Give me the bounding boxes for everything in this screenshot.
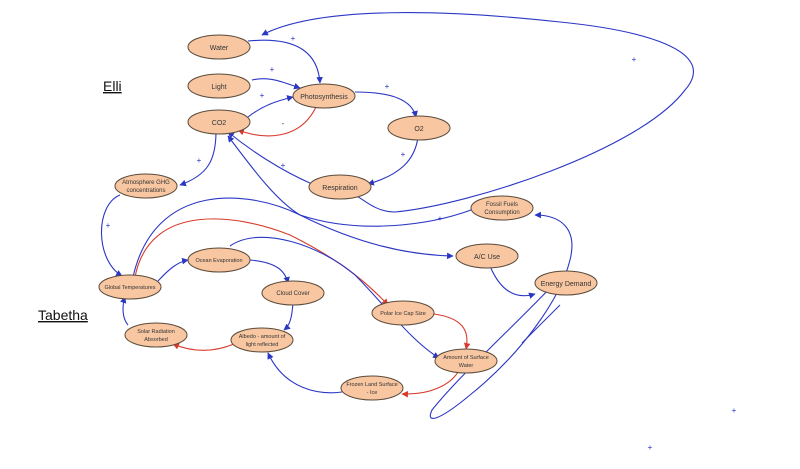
- edge-stray-line: [521, 304, 561, 344]
- node-solar-radiation[interactable]: Solar Radiation Absorbed: [124, 322, 188, 348]
- edge-respiration-water-loop: [261, 12, 694, 213]
- edge-fossil-co2: [227, 135, 472, 227]
- node-cloud-cover[interactable]: Cloud Cover: [261, 280, 325, 306]
- edge-o2-respiration: [367, 136, 419, 186]
- node-ac-use[interactable]: A/C Use: [455, 243, 519, 269]
- edge-global-temp-polar: [134, 218, 389, 306]
- label-tabetha: Tabetha: [38, 307, 88, 323]
- node-o2-label: O2: [414, 126, 423, 133]
- node-cloud-cover-label: Cloud Cover: [276, 291, 309, 297]
- edge-ocean-evap-surface-water: [229, 236, 440, 359]
- link-signs: + + + - + + + + + + + + +: [106, 34, 737, 452]
- edge-cloud-albedo: [283, 301, 294, 331]
- node-surface-water[interactable]: Amount of Surface Water: [434, 348, 498, 374]
- node-energy-demand-label: Energy Demand: [541, 281, 592, 288]
- sign-photosynthesis-o2: +: [385, 82, 390, 91]
- node-ocean-evaporation-label: Ocean Evaporation: [195, 258, 242, 264]
- node-co2-label: CO2: [212, 120, 227, 127]
- sign-stray-1: +: [732, 406, 737, 415]
- edge-frozen-albedo: [267, 352, 343, 394]
- node-frozen-land[interactable]: Frozen Land Surface - Ice: [340, 375, 404, 401]
- edge-global-temp-ac: [132, 197, 454, 278]
- sign-ghg-global-temp: +: [106, 221, 111, 230]
- sign-light-photosynthesis: +: [270, 65, 275, 74]
- edge-photosynthesis-o2: [354, 91, 418, 118]
- edge-respiration-co2: [227, 131, 313, 185]
- sign-stray-2: +: [648, 443, 653, 452]
- node-fossil-fuels[interactable]: Fossil Fuels Consumption: [470, 195, 534, 221]
- edge-global-temp-ocean-evap: [157, 257, 189, 282]
- edge-ocean-evap-cloud: [249, 259, 290, 284]
- edge-co2-ghg: [179, 130, 217, 187]
- node-o2[interactable]: O2: [387, 115, 451, 141]
- node-polar-ice-cap[interactable]: Polar Ice Cap Size: [371, 300, 435, 326]
- node-respiration-label: Respiration: [322, 185, 358, 192]
- node-co2[interactable]: CO2: [187, 109, 251, 135]
- node-photosynthesis[interactable]: Photosynthesis: [292, 83, 356, 109]
- node-global-temperatures[interactable]: Global Temperatures: [98, 274, 162, 300]
- node-photosynthesis-label: Photosynthesis: [300, 94, 348, 101]
- node-ac-use-label: A/C Use: [474, 254, 500, 261]
- sign-photosynthesis-co2: -: [282, 119, 285, 128]
- label-elli: Elli: [103, 78, 122, 94]
- node-surface-water-label-2: Water: [459, 363, 474, 369]
- sign-co2-ghg: +: [197, 156, 202, 165]
- node-fossil-fuels-label-2: Consumption: [484, 210, 519, 216]
- node-fossil-fuels-label-1: Fossil Fuels: [486, 202, 518, 208]
- node-albedo[interactable]: Albedo - amount of light reflected: [230, 327, 294, 353]
- node-solar-radiation-label-1: Solar Radiation: [137, 329, 175, 335]
- node-respiration[interactable]: Respiration: [308, 174, 372, 200]
- node-surface-water-label-1: Amount of Surface: [443, 355, 489, 361]
- node-water-label: Water: [210, 45, 229, 52]
- node-atmosphere-ghg-label-2: concentrations: [126, 188, 165, 194]
- node-light-label: Light: [211, 84, 226, 91]
- node-atmosphere-ghg-label-1: Atmosphere GHG: [122, 180, 170, 186]
- sign-water-photosynthesis: +: [291, 34, 296, 43]
- edge-polar-surface-water: [433, 313, 471, 350]
- node-frozen-land-label-1: Frozen Land Surface: [346, 382, 397, 388]
- node-polar-ice-cap-label: Polar Ice Cap Size: [380, 311, 426, 317]
- edge-surface-water-frozen: [401, 371, 459, 398]
- node-global-temperatures-label: Global Temperatures: [105, 285, 156, 291]
- node-albedo-label-2: light reflected: [246, 342, 279, 348]
- node-atmosphere-ghg[interactable]: Atmosphere GHG concentrations: [114, 173, 178, 199]
- node-ocean-evaporation[interactable]: Ocean Evaporation: [187, 247, 251, 273]
- sign-fossil-co2: +: [438, 214, 443, 223]
- node-energy-demand[interactable]: Energy Demand: [534, 270, 598, 296]
- node-albedo-label-1: Albedo - amount of: [239, 334, 286, 340]
- edge-ac-energy: [489, 265, 536, 299]
- edge-ghg-global-temp: [101, 194, 123, 277]
- sign-big-loop: +: [632, 55, 637, 64]
- node-water[interactable]: Water: [187, 34, 251, 60]
- sign-o2-respiration: +: [401, 150, 406, 159]
- node-solar-radiation-label-2: Absorbed: [144, 337, 168, 343]
- node-light[interactable]: Light: [187, 73, 251, 99]
- node-frozen-land-label-2: - Ice: [367, 390, 378, 396]
- edge-solar-global-temp: [119, 296, 129, 326]
- edge-co2-photosynthesis: [247, 95, 294, 118]
- edges: [101, 12, 694, 419]
- sign-co2-photosynthesis: +: [260, 91, 265, 100]
- edge-albedo-solar: [172, 343, 235, 351]
- edge-light-photosynthesis: [251, 78, 301, 90]
- sign-respiration-co2: +: [281, 161, 286, 170]
- edge-photosynthesis-co2: [237, 106, 317, 137]
- edge-water-photosynthesis: [247, 39, 323, 84]
